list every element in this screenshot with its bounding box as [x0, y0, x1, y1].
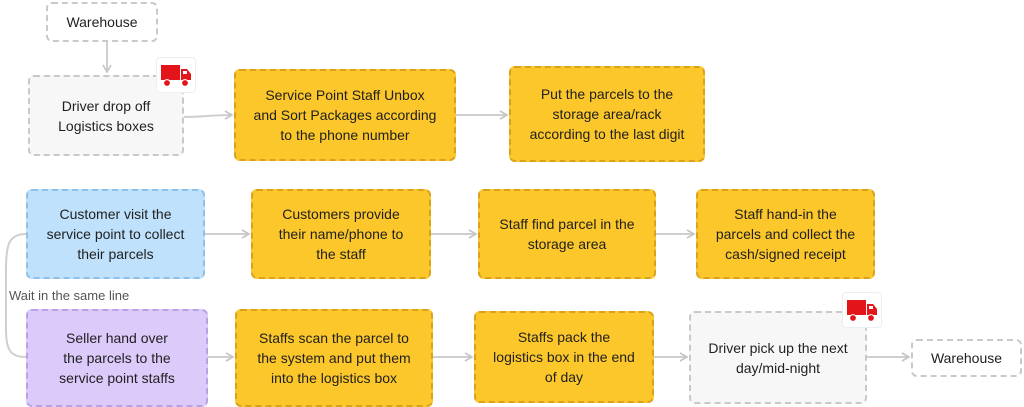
node-staff-handin: Staff hand-in the parcels and collect th…	[696, 189, 875, 279]
label-wait-same-line: Wait in the same line	[9, 288, 130, 303]
node-put-parcels: Put the parcels to the storage area/rack…	[509, 66, 705, 162]
line-same-queue	[5, 233, 27, 358]
node-staff-unbox: Service Point Staff Unbox and Sort Packa…	[234, 69, 456, 161]
truck-icon	[843, 293, 881, 327]
node-warehouse-bottom: Warehouse	[911, 339, 1022, 377]
node-staffs-scan: Staffs scan the parcel to the system and…	[235, 309, 433, 407]
truck-icon	[157, 58, 195, 92]
node-customers-provide: Customers provide their name/phone to th…	[251, 189, 431, 279]
node-driver-pickup: Driver pick up the next day/mid-night	[689, 311, 867, 404]
node-customer-visit: Customer visit the service point to coll…	[26, 189, 205, 279]
node-staff-find: Staff find parcel in the storage area	[478, 189, 656, 279]
arrow-driver-to-unbox	[182, 110, 234, 120]
node-warehouse-top: Warehouse	[46, 2, 158, 42]
node-seller-handover: Seller hand over the parcels to the serv…	[26, 309, 208, 407]
node-staffs-pack: Staffs pack the logistics box in the end…	[474, 311, 654, 403]
